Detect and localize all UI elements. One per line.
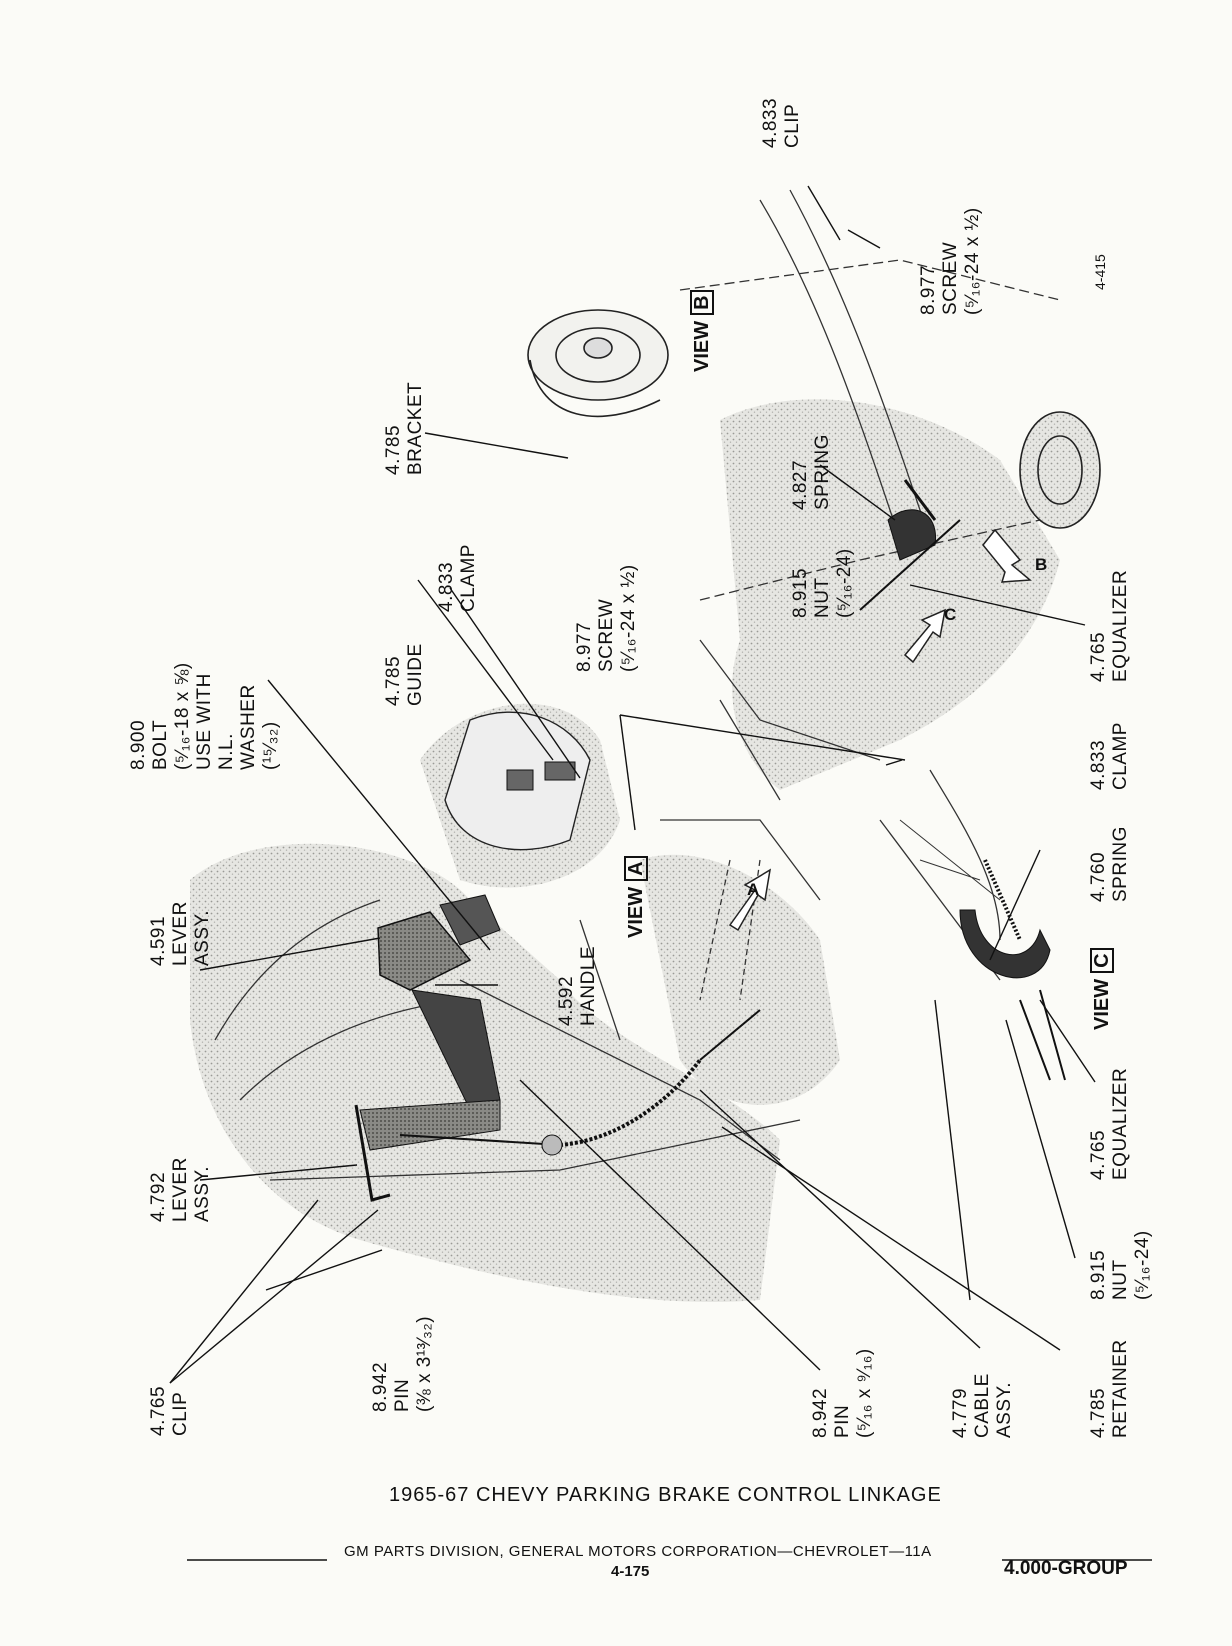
arrow-label-c: C — [944, 605, 956, 624]
footer-rule — [187, 1559, 1152, 1561]
view-c-label: VIEWC — [1090, 948, 1114, 1030]
arrow-label-b: B — [1035, 555, 1047, 574]
leader-lines — [169, 185, 1096, 1384]
direction-arrows — [728, 528, 1032, 932]
rear-drum — [1019, 411, 1101, 529]
figure-id: 4-415 — [1092, 254, 1108, 290]
underbody-shading — [720, 399, 1060, 790]
brake-cable — [399, 1009, 761, 1156]
view-a-label: VIEWA — [624, 856, 648, 938]
footer-publisher: GM PARTS DIVISION, GENERAL MOTORS CORPOR… — [344, 1543, 932, 1560]
page-number: 4-175 — [611, 1563, 650, 1580]
arrow-label-a: A — [747, 880, 759, 899]
figure-caption: 1965-67 CHEVY PARKING BRAKE CONTROL LINK… — [389, 1484, 942, 1506]
group-label: 4.000-GROUP — [1004, 1558, 1128, 1579]
brake-drum — [527, 309, 669, 418]
equalizer-b — [859, 479, 961, 611]
parking-brake-lever — [354, 894, 501, 1202]
equalizer-c — [899, 819, 1066, 1081]
guide-bracket — [444, 711, 591, 851]
view-b-label: VIEWB — [690, 290, 714, 372]
